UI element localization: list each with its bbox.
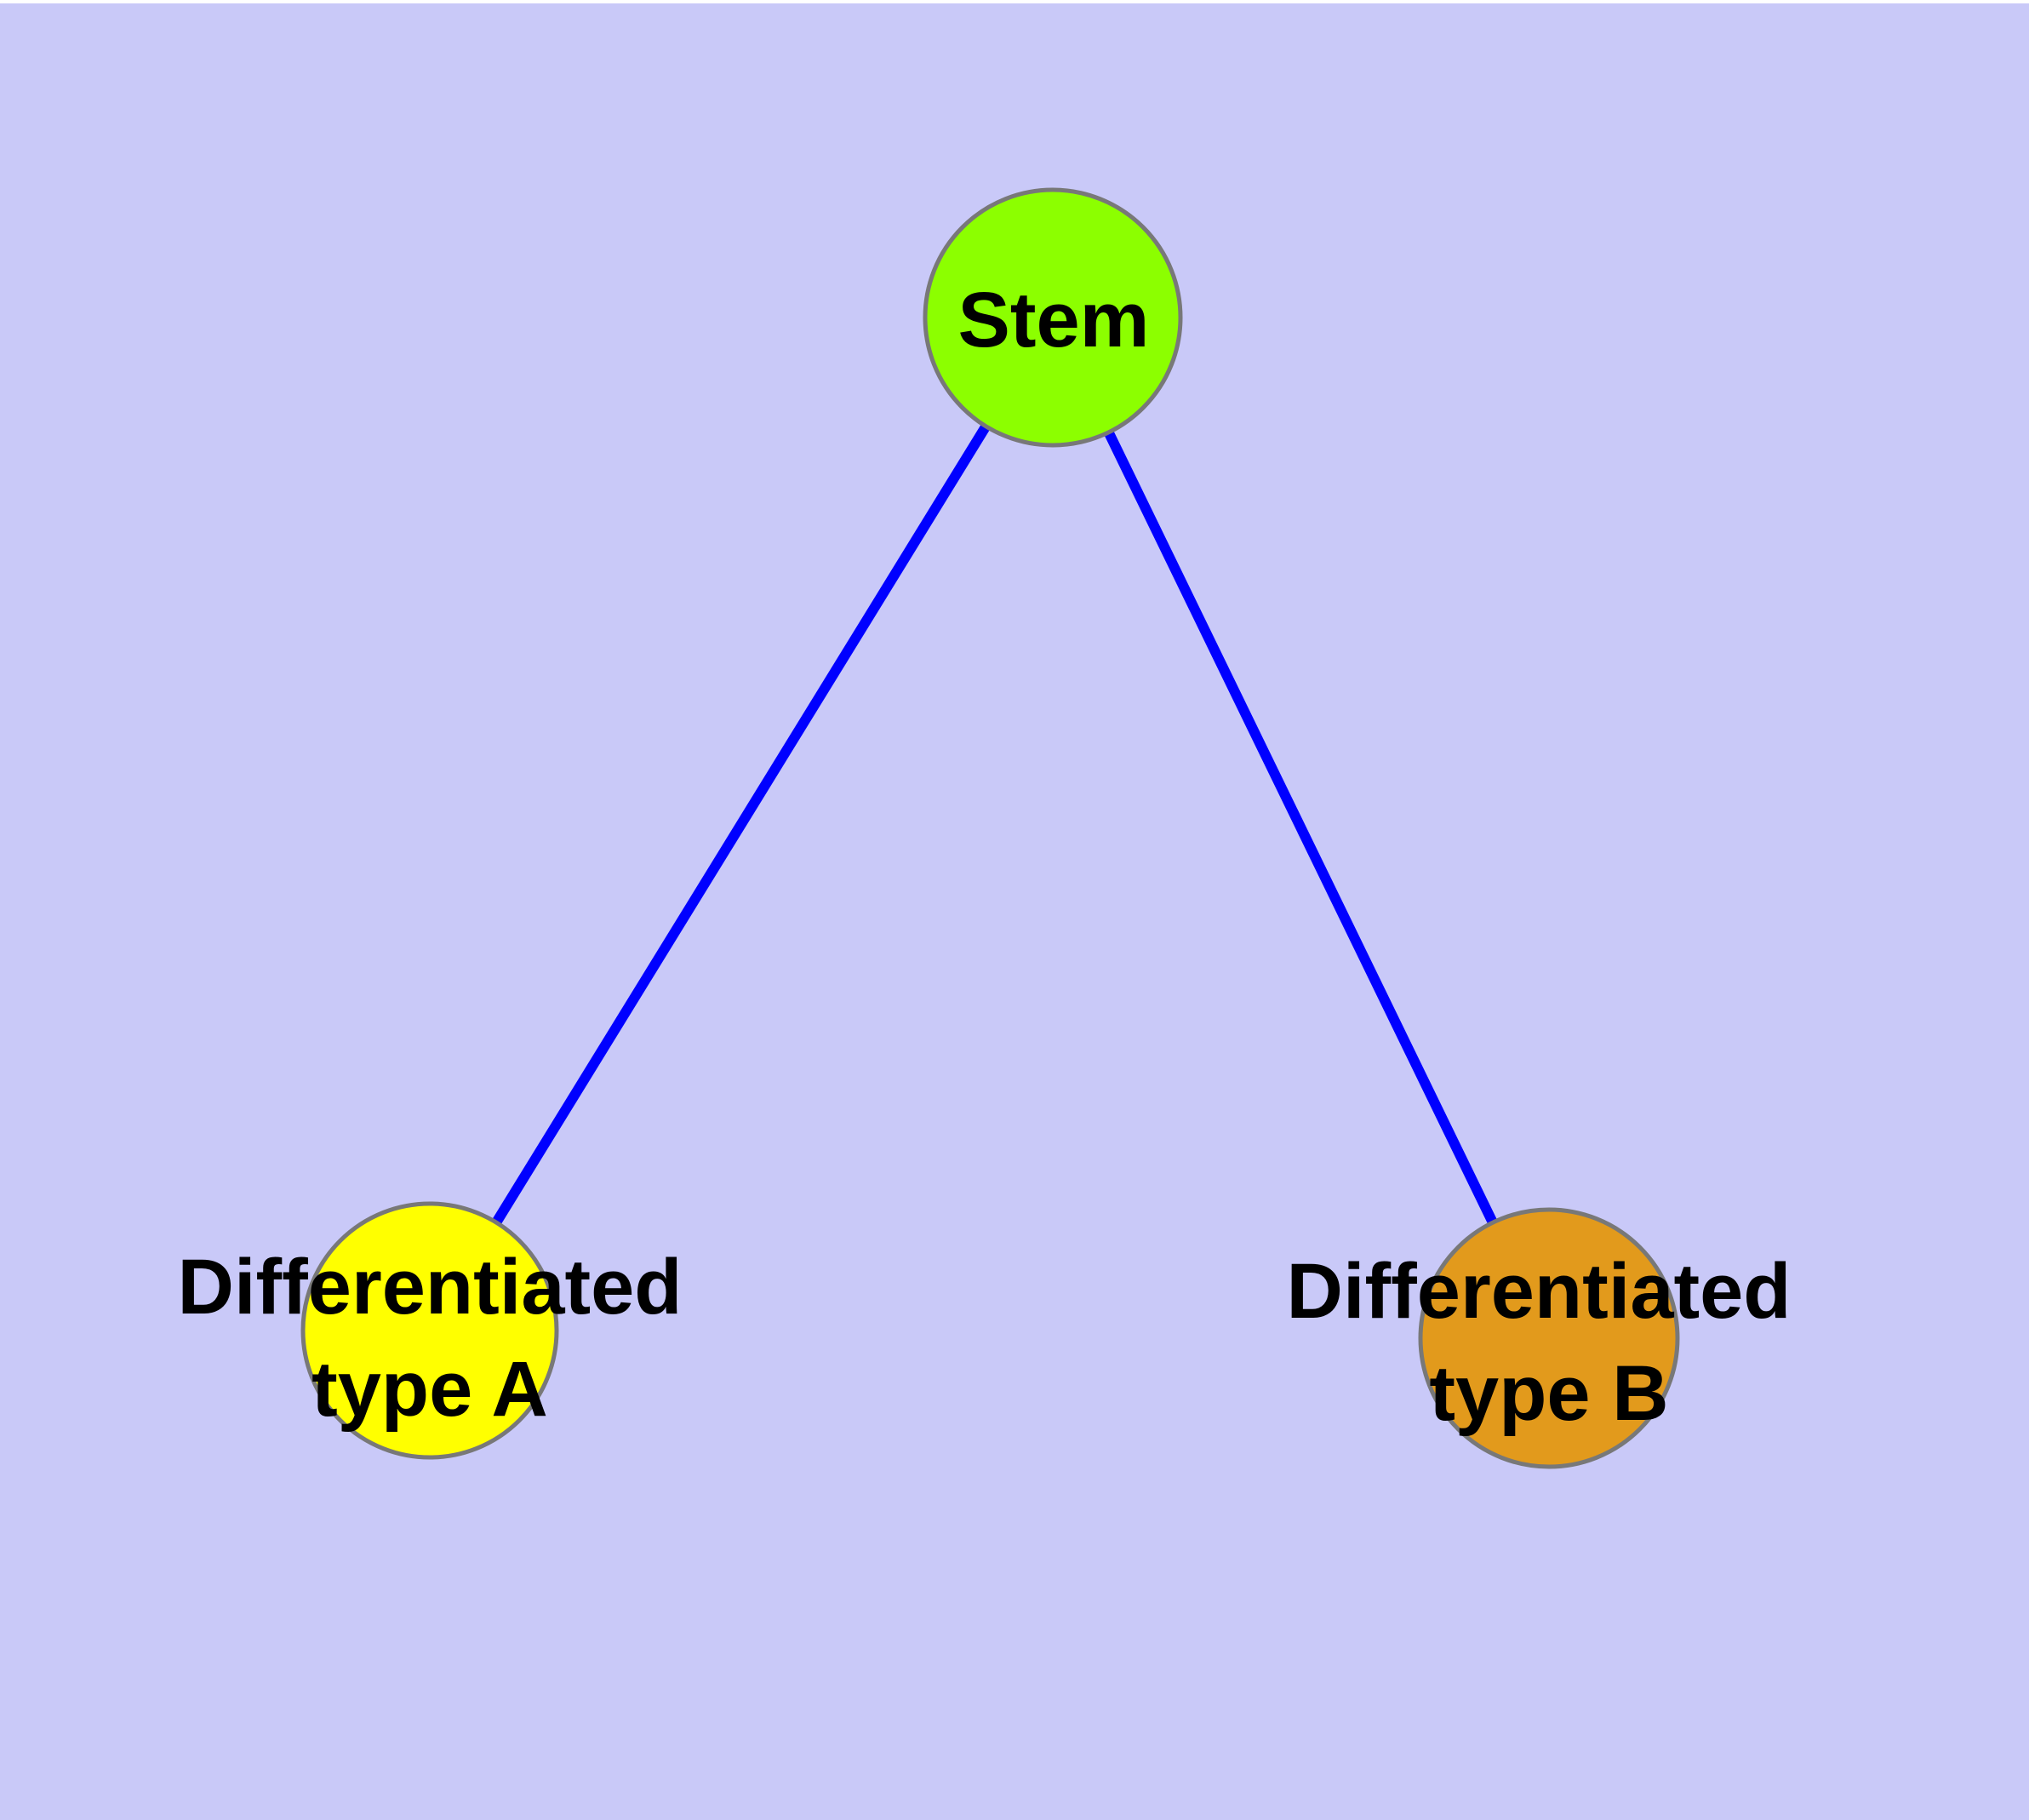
node-type-a-label-line2: type A (311, 1346, 548, 1433)
node-type-a-label-line1: Differentiated (178, 1244, 683, 1331)
edge-stem-to-type-a (425, 312, 1058, 1336)
node-stem (923, 187, 1183, 448)
node-type-b-label-line1: Differentiated (1287, 1248, 1792, 1335)
node-stem-label: Stem (958, 277, 1150, 363)
node-differentiated-type-b (1418, 1207, 1680, 1469)
node-differentiated-type-a (300, 1201, 559, 1460)
edge-stem-to-type-b (1048, 312, 1554, 1343)
node-type-b-label-line2: type B (1429, 1350, 1668, 1437)
